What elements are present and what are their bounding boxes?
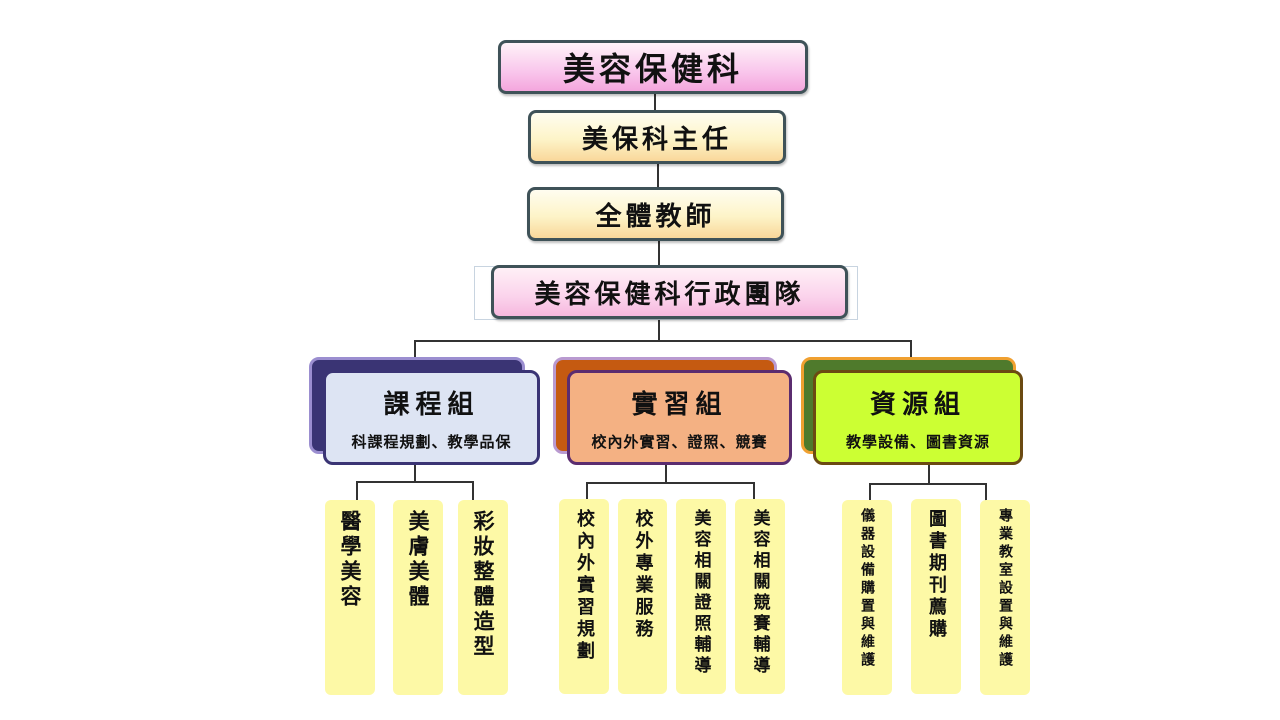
leaf-label: 專業教室設置與維護 bbox=[997, 508, 1013, 670]
connector-group-2-horizontal bbox=[586, 482, 755, 484]
connector-g1-leaf-3 bbox=[472, 481, 474, 500]
director-box[interactable]: 美保科主任 bbox=[528, 110, 786, 164]
connector-g3-leaf-1 bbox=[869, 483, 871, 501]
leaf-label: 校外專業服務 bbox=[632, 509, 654, 641]
connector-group-1-horizontal bbox=[356, 481, 474, 483]
teachers-title: 全體教師 bbox=[595, 201, 716, 232]
department-box[interactable]: 美容保健科 bbox=[498, 40, 808, 94]
connector-group-1-down bbox=[414, 465, 416, 481]
leaf-label: 美容相關證照輔導 bbox=[690, 509, 711, 677]
connector-g3-leaf-3 bbox=[985, 483, 987, 501]
connector-group-1 bbox=[414, 340, 416, 372]
leaf-label: 美容相關競賽輔導 bbox=[749, 509, 770, 677]
teachers-box[interactable]: 全體教師 bbox=[527, 187, 784, 241]
leaf-external-service[interactable]: 校外專業服務 bbox=[618, 499, 667, 694]
leaf-internship-planning[interactable]: 校內外實習規劃 bbox=[559, 499, 609, 694]
leaf-label: 彩妝整體造型 bbox=[471, 510, 496, 660]
leaf-skin-body[interactable]: 美膚美體 bbox=[393, 500, 443, 695]
connector-group-3-down bbox=[928, 465, 930, 483]
connector-team-groups bbox=[658, 318, 660, 341]
resource-group-box[interactable]: 資源組 教學設備、圖書資源 bbox=[813, 370, 1023, 465]
connector-group-3-horizontal bbox=[869, 483, 987, 485]
leaf-label: 醫學美容 bbox=[338, 510, 363, 610]
leaf-label: 美膚美體 bbox=[406, 510, 431, 610]
connector-director-teachers bbox=[657, 163, 659, 188]
leaf-makeup-styling[interactable]: 彩妝整體造型 bbox=[458, 500, 508, 695]
connector-top-director bbox=[654, 93, 656, 111]
curriculum-group-box[interactable]: 課程組 科課程規劃、教學品保 bbox=[323, 370, 540, 465]
internship-group-subtitle: 校內外實習、證照、競賽 bbox=[591, 432, 768, 451]
leaf-certification-coaching[interactable]: 美容相關證照輔導 bbox=[676, 499, 726, 694]
leaf-classroom-setup[interactable]: 專業教室設置與維護 bbox=[980, 500, 1030, 695]
connector-g1-leaf-1 bbox=[356, 481, 358, 500]
connector-g2-leaf-1 bbox=[586, 482, 588, 500]
connector-teachers-team bbox=[658, 240, 660, 268]
curriculum-group-title: 課程組 bbox=[383, 389, 480, 420]
leaf-library-acquisition[interactable]: 圖書期刊薦購 bbox=[911, 499, 961, 694]
internship-group-box[interactable]: 實習組 校內外實習、證照、競賽 bbox=[567, 370, 792, 465]
leaf-medical-beauty[interactable]: 醫學美容 bbox=[325, 500, 375, 695]
resource-group-title: 資源組 bbox=[869, 389, 966, 420]
leaf-equipment-maintenance[interactable]: 儀器設備購置與維護 bbox=[842, 500, 892, 695]
curriculum-group-subtitle: 科課程規劃、教學品保 bbox=[351, 432, 512, 451]
leaf-label: 校內外實習規劃 bbox=[574, 509, 595, 663]
leaf-competition-coaching[interactable]: 美容相關競賽輔導 bbox=[735, 499, 785, 694]
resource-group-subtitle: 教學設備、圖書資源 bbox=[845, 432, 990, 451]
department-title: 美容保健科 bbox=[562, 50, 743, 88]
connector-g2-leaf-4 bbox=[753, 482, 755, 500]
director-title: 美保科主任 bbox=[581, 124, 732, 155]
connector-groups-horizontal bbox=[414, 340, 912, 342]
connector-group-3 bbox=[910, 340, 912, 372]
leaf-label: 儀器設備購置與維護 bbox=[859, 508, 875, 670]
internship-group-title: 實習組 bbox=[631, 389, 728, 420]
admin-team-title: 美容保健科行政團隊 bbox=[534, 279, 805, 310]
admin-team-box[interactable]: 美容保健科行政團隊 bbox=[491, 265, 848, 319]
leaf-label: 圖書期刊薦購 bbox=[926, 509, 947, 641]
connector-group-2-down bbox=[665, 465, 667, 482]
